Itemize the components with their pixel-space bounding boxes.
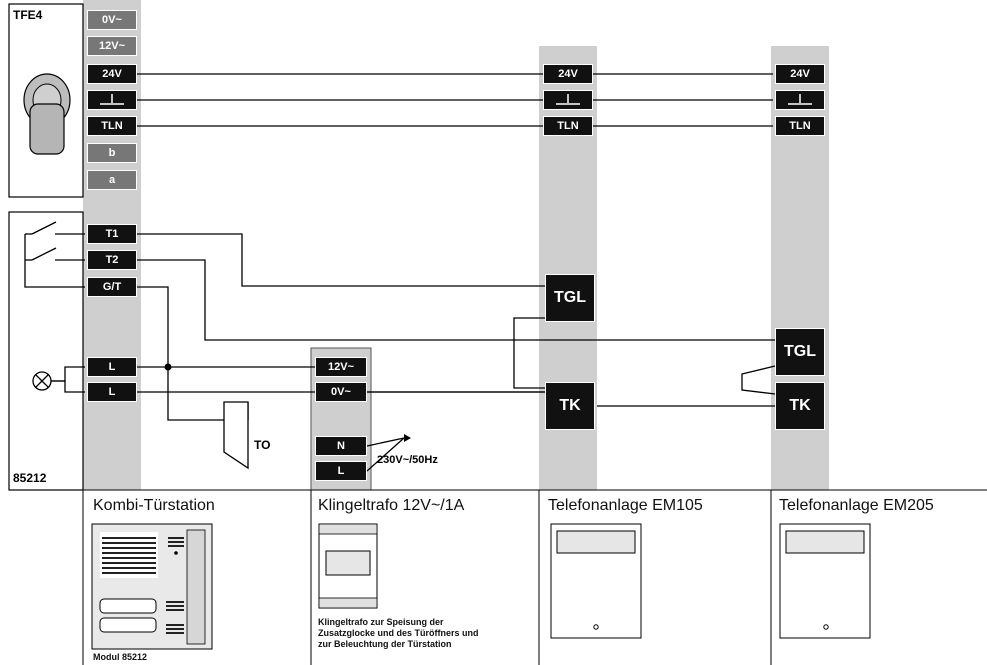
terminal-em105-0: 24V: [543, 64, 593, 84]
mains-label: 230V~/50Hz: [377, 454, 438, 466]
terminal-em205-3: TGL: [775, 328, 825, 376]
caption-door-station: Kombi-Türstation: [93, 497, 215, 514]
terminal-door_top-0: 0V~: [87, 10, 137, 30]
terminal-door_top-5: b: [87, 143, 137, 163]
trafo-note-line3: zur Beleuchtung der Türstation: [318, 639, 452, 649]
ground-symbol-icon: [87, 90, 137, 110]
ground-symbol-icon: [543, 90, 593, 110]
door-station-illustration: [91, 523, 213, 650]
terminal-em105-3: TGL: [545, 274, 595, 322]
door-opener-label: TO: [254, 438, 271, 452]
trafo-note-line1: Klingeltrafo zur Speisung der: [318, 617, 444, 627]
terminal-door_top-2: 24V: [87, 64, 137, 84]
caption-em105: Telefonanlage EM105: [548, 497, 703, 514]
terminal-door_top-6: a: [87, 170, 137, 190]
terminal-trafo-0: 12V~: [315, 357, 367, 377]
terminal-door_bottom-2: G/T: [87, 277, 137, 297]
em105-illustration: [550, 523, 642, 639]
module-note: Modul 85212: [93, 652, 148, 662]
terminal-trafo-3: L: [315, 461, 367, 481]
tfe4-label: TFE4: [13, 8, 43, 22]
terminal-door_top-4: TLN: [87, 116, 137, 136]
terminal-em105-4: TK: [545, 382, 595, 430]
terminal-em205-0: 24V: [775, 64, 825, 84]
terminal-door_top-1: 12V~: [87, 36, 137, 56]
door-module-box: [8, 211, 84, 491]
wires: [24, 73, 776, 472]
lamp-icon: [32, 371, 52, 391]
trafo-illustration: [318, 523, 378, 609]
terminal-door_bottom-3: L: [87, 357, 137, 377]
mains-arrow-icon: [404, 434, 411, 442]
ground-symbol-icon: [775, 90, 825, 110]
caption-trafo: Klingeltrafo 12V~/1A: [318, 497, 465, 514]
terminal-em105-2: TLN: [543, 116, 593, 136]
terminal-trafo-1: 0V~: [315, 382, 367, 402]
terminal-em205-4: TK: [775, 382, 825, 430]
door-opener-icon: [223, 401, 249, 470]
junction-dot: [164, 363, 172, 371]
trafo-note-line2: Zusatzglocke und des Türöffners und: [318, 628, 479, 638]
door-module-label: 85212: [13, 471, 47, 485]
terminal-em205-2: TLN: [775, 116, 825, 136]
terminal-door_bottom-4: L: [87, 382, 137, 402]
terminal-door_bottom-1: T2: [87, 250, 137, 270]
handset-icon: [23, 73, 71, 155]
terminal-trafo-2: N: [315, 436, 367, 456]
em205-illustration: [779, 523, 871, 639]
caption-em205: Telefonanlage EM205: [779, 497, 934, 514]
terminal-door_bottom-0: T1: [87, 224, 137, 244]
bottom-table: [82, 489, 987, 665]
